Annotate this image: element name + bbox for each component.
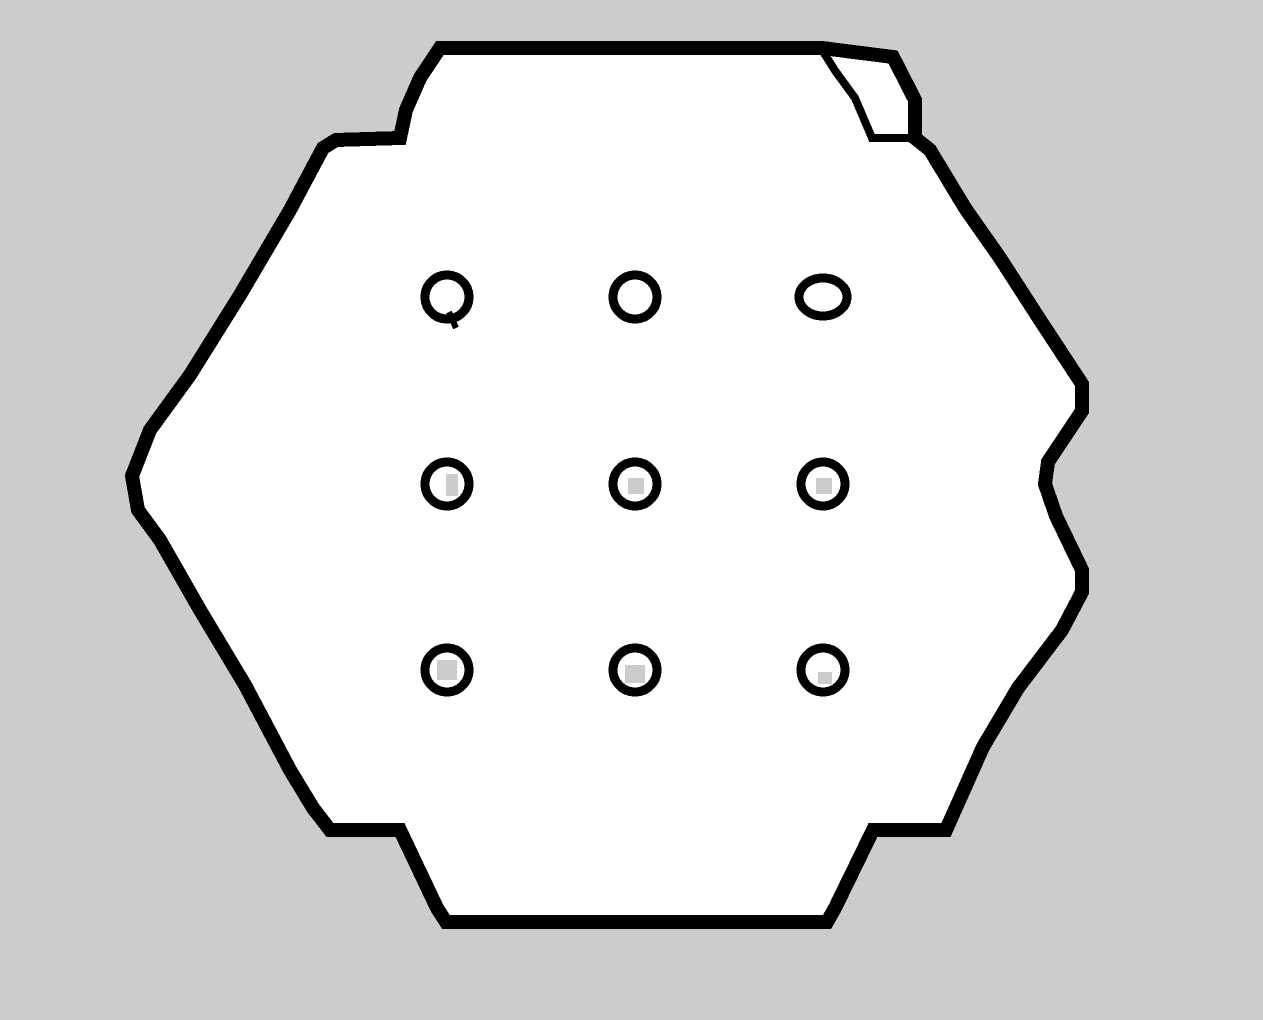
pillar — [608, 643, 662, 697]
pillar — [796, 643, 850, 697]
arena-wall — [124, 41, 1089, 929]
corner-notch-wall — [818, 47, 919, 142]
free-space-area — [132, 48, 1082, 922]
pillar — [794, 273, 852, 321]
pillar — [608, 457, 662, 511]
arena-boundary — [124, 41, 1089, 929]
pillar — [608, 270, 662, 324]
pillar — [796, 457, 850, 511]
pillar — [420, 457, 474, 511]
pillar-grid — [420, 270, 852, 697]
pillar — [420, 270, 474, 330]
pillar — [420, 643, 474, 697]
